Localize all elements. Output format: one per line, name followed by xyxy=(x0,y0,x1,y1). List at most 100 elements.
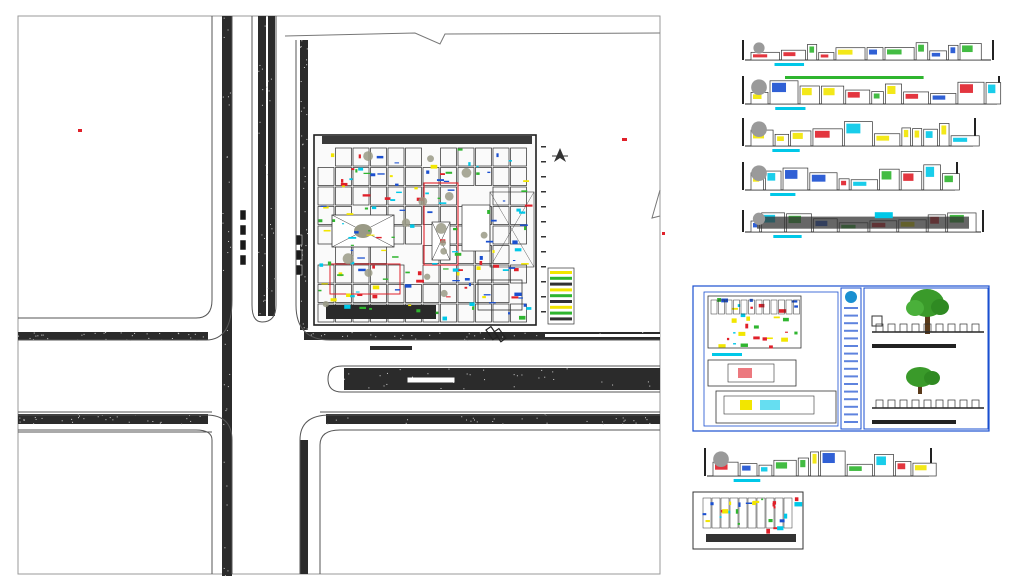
fixture-mark xyxy=(508,312,511,315)
fixture-mark xyxy=(738,331,746,336)
elevation-label-bar xyxy=(770,193,796,196)
fixture-mark xyxy=(417,271,422,276)
room-cell xyxy=(510,264,527,284)
planter xyxy=(480,231,488,239)
fence-post xyxy=(959,323,968,333)
fixture-mark xyxy=(524,204,533,207)
fixture-mark xyxy=(362,194,371,197)
fixture-mark xyxy=(753,336,760,340)
fixture-mark xyxy=(508,267,516,269)
plan-thumbnail[interactable] xyxy=(692,491,804,550)
fixture-mark xyxy=(342,185,345,188)
dimension-tick xyxy=(541,146,546,148)
fixture-mark xyxy=(772,503,775,507)
room-cell xyxy=(492,245,510,264)
dimension-tick xyxy=(541,221,546,223)
fixture-mark xyxy=(512,260,516,262)
schedule-row xyxy=(550,271,572,274)
title-block-row xyxy=(844,405,858,408)
fence-post xyxy=(947,323,956,333)
fixture-mark xyxy=(738,502,741,507)
fixture-mark xyxy=(447,189,455,191)
planter xyxy=(322,301,329,308)
fixture-mark xyxy=(368,229,371,232)
fixture-mark xyxy=(785,331,788,333)
fixture-mark xyxy=(479,255,483,260)
scale-bar xyxy=(370,346,412,350)
room-cell xyxy=(405,147,422,167)
site-plan[interactable] xyxy=(17,15,665,577)
fixture-mark xyxy=(341,223,345,225)
title-block-row xyxy=(844,314,858,317)
fixture-mark xyxy=(323,206,329,209)
room-cell xyxy=(793,299,800,315)
fixture-mark xyxy=(519,211,526,214)
fixture-mark xyxy=(443,268,449,270)
fixture-mark xyxy=(526,307,532,310)
parking-mark xyxy=(239,239,247,251)
fixture-mark xyxy=(439,173,445,176)
fixture-mark xyxy=(518,297,523,299)
fixture-mark xyxy=(351,168,355,171)
fixture-mark xyxy=(762,337,767,341)
fixture-mark xyxy=(369,307,373,310)
room-cell xyxy=(422,206,440,225)
dimension-tick xyxy=(541,251,546,253)
elevation-label-bar xyxy=(774,63,805,66)
fixture-mark xyxy=(781,337,788,342)
tree-icon xyxy=(753,42,765,54)
fixture-mark xyxy=(496,153,499,158)
fixture-mark xyxy=(410,224,415,228)
street-segment xyxy=(222,16,232,576)
fixture-mark xyxy=(737,522,740,525)
fixture-mark xyxy=(794,502,803,507)
fixture-mark xyxy=(733,343,737,345)
fixture-mark xyxy=(513,268,519,272)
fixture-mark xyxy=(794,331,798,335)
building-floor-plan[interactable] xyxy=(313,134,575,343)
fence-post xyxy=(935,399,944,409)
planter xyxy=(360,225,368,232)
elevations-group[interactable] xyxy=(704,40,1002,482)
red-zone-outline xyxy=(329,263,401,295)
fixture-mark xyxy=(524,226,527,231)
plotted-sheet[interactable] xyxy=(692,285,990,432)
fixture-mark xyxy=(330,298,337,302)
fixture-mark xyxy=(722,509,729,514)
sheet-plan xyxy=(707,295,802,349)
planter xyxy=(435,223,447,234)
fixture-mark xyxy=(514,248,522,252)
fixture-mark xyxy=(382,278,389,280)
streets xyxy=(18,16,660,577)
fixture-mark xyxy=(766,528,771,534)
room-cell xyxy=(475,303,492,323)
title-block-row xyxy=(844,360,858,363)
fence-post xyxy=(935,323,944,333)
fixture-mark xyxy=(355,291,360,293)
fixture-mark xyxy=(523,303,527,307)
room-cell xyxy=(702,497,712,529)
fence-post xyxy=(899,399,908,409)
fixture-mark xyxy=(436,179,445,182)
elevation-drawing xyxy=(742,210,984,238)
section-band xyxy=(872,420,956,424)
room-cell xyxy=(733,299,740,315)
fixture-mark xyxy=(765,337,773,340)
fixture-mark xyxy=(745,323,749,329)
room-cell xyxy=(405,284,422,303)
fixture-mark xyxy=(740,313,746,318)
fence-post xyxy=(887,399,896,409)
fixture-mark xyxy=(454,252,462,256)
fixture-mark xyxy=(740,343,748,347)
room-cell xyxy=(510,167,527,186)
parking-mark xyxy=(295,234,303,246)
schedule-row xyxy=(550,311,572,315)
fixture-mark xyxy=(395,183,399,186)
fixture-mark xyxy=(358,167,364,171)
room-cell xyxy=(422,284,440,303)
property-boundary-line xyxy=(284,32,661,45)
fixture-mark xyxy=(443,180,450,183)
fixture-mark xyxy=(442,316,448,321)
fixture-mark xyxy=(438,202,447,204)
